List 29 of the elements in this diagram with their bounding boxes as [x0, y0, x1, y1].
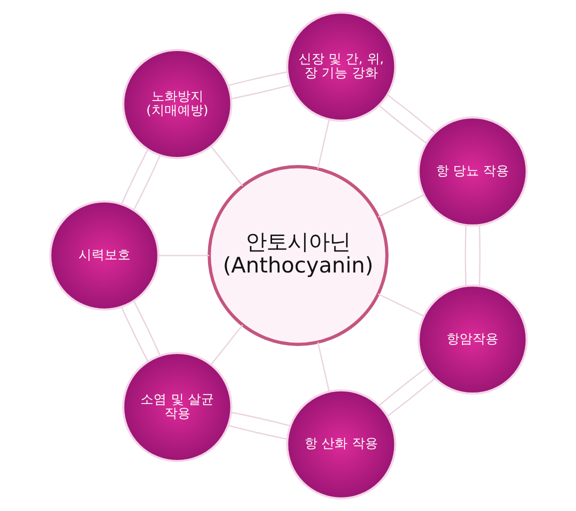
connector — [386, 378, 435, 417]
node-circle: 항암작용 — [417, 284, 528, 395]
connector — [464, 225, 466, 286]
connector — [230, 412, 290, 426]
connector — [386, 94, 435, 134]
connector — [316, 342, 330, 392]
connector — [377, 194, 424, 218]
node-circle: 항 산화 작용 — [286, 389, 396, 500]
connector — [378, 104, 426, 144]
connector — [377, 294, 424, 317]
connector — [120, 306, 148, 362]
connector — [210, 146, 243, 186]
connector — [120, 149, 148, 204]
node-circle: 항 당뇨 작용 — [417, 116, 528, 227]
node-circle: 노화방지 (치매예방) — [122, 48, 232, 160]
connector — [210, 324, 243, 366]
node-circle: 소염 및 살균 작용 — [122, 352, 232, 462]
connector — [378, 367, 426, 406]
connector — [228, 424, 288, 440]
connector — [316, 119, 330, 169]
node-circle: 안토시아닌 (Anthocyanin) — [207, 165, 388, 346]
connector — [132, 155, 160, 210]
connector — [227, 71, 287, 86]
node-circle: 신장 및 간, 위, 장 기능 강화 — [286, 11, 396, 122]
connector — [230, 84, 290, 100]
connector — [158, 254, 209, 256]
node-circle: 시력보호 — [48, 200, 159, 311]
connector — [478, 225, 480, 286]
connector — [132, 300, 160, 356]
